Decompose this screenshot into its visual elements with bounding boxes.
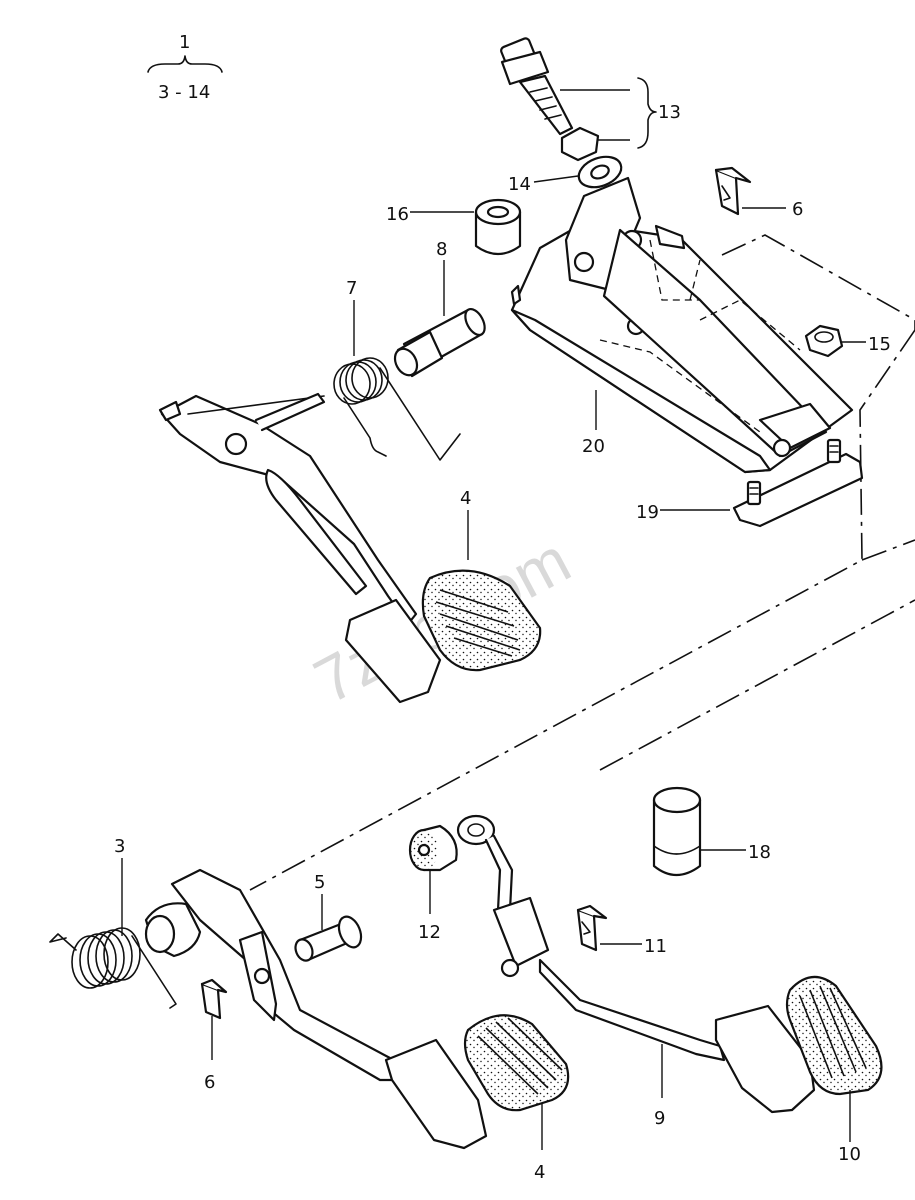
callout-8: 8	[436, 239, 447, 260]
clip-accelerator	[576, 904, 608, 952]
bolt	[500, 37, 600, 162]
callout-20: 20	[582, 436, 605, 457]
callout-18: 18	[748, 842, 771, 863]
callout-6-upper: 6	[792, 199, 803, 220]
group-reference: 1 3 - 14	[147, 32, 223, 103]
callout-5: 5	[314, 872, 325, 893]
spring-lower	[49, 927, 177, 1009]
pedal-pad-lower	[463, 1014, 570, 1112]
callout-15: 15	[868, 334, 891, 355]
callout-10: 10	[838, 1144, 861, 1165]
callout-3: 3	[114, 836, 125, 857]
callout-16: 16	[386, 204, 409, 225]
callout-4-upper: 4	[460, 488, 471, 509]
pivot-pin	[294, 915, 363, 962]
assembly-boundary	[249, 234, 915, 891]
sleeve	[393, 307, 486, 378]
grommet	[408, 824, 458, 872]
brake-pedal-upper	[158, 392, 442, 704]
bracket-13	[637, 77, 657, 149]
accelerator-pedal	[456, 814, 816, 1114]
bushing	[474, 198, 522, 256]
brake-pedal-lower	[144, 868, 488, 1150]
callout-14: 14	[508, 174, 531, 195]
callout-11: 11	[644, 936, 667, 957]
clip-lower	[200, 978, 228, 1020]
group-range: 3 - 14	[158, 82, 210, 103]
callout-7: 7	[346, 278, 357, 299]
assembly-boundary-lower	[599, 539, 915, 771]
callout-13: 13	[658, 102, 681, 123]
callout-9: 9	[654, 1108, 665, 1129]
nut	[804, 324, 844, 358]
callout-4-lower: 4	[534, 1162, 545, 1183]
callout-6-lower: 6	[204, 1072, 215, 1093]
callout-19: 19	[636, 502, 659, 523]
pedal-pad-upper	[421, 569, 542, 672]
accelerator-pad	[785, 975, 883, 1096]
pedal-bracket	[510, 176, 854, 474]
cylinder	[652, 786, 702, 877]
washer	[577, 155, 623, 189]
stud-plate	[732, 438, 864, 528]
group-number: 1	[179, 32, 190, 53]
clip-upper	[714, 166, 752, 216]
spring-upper	[333, 357, 461, 461]
callout-12: 12	[418, 922, 441, 943]
